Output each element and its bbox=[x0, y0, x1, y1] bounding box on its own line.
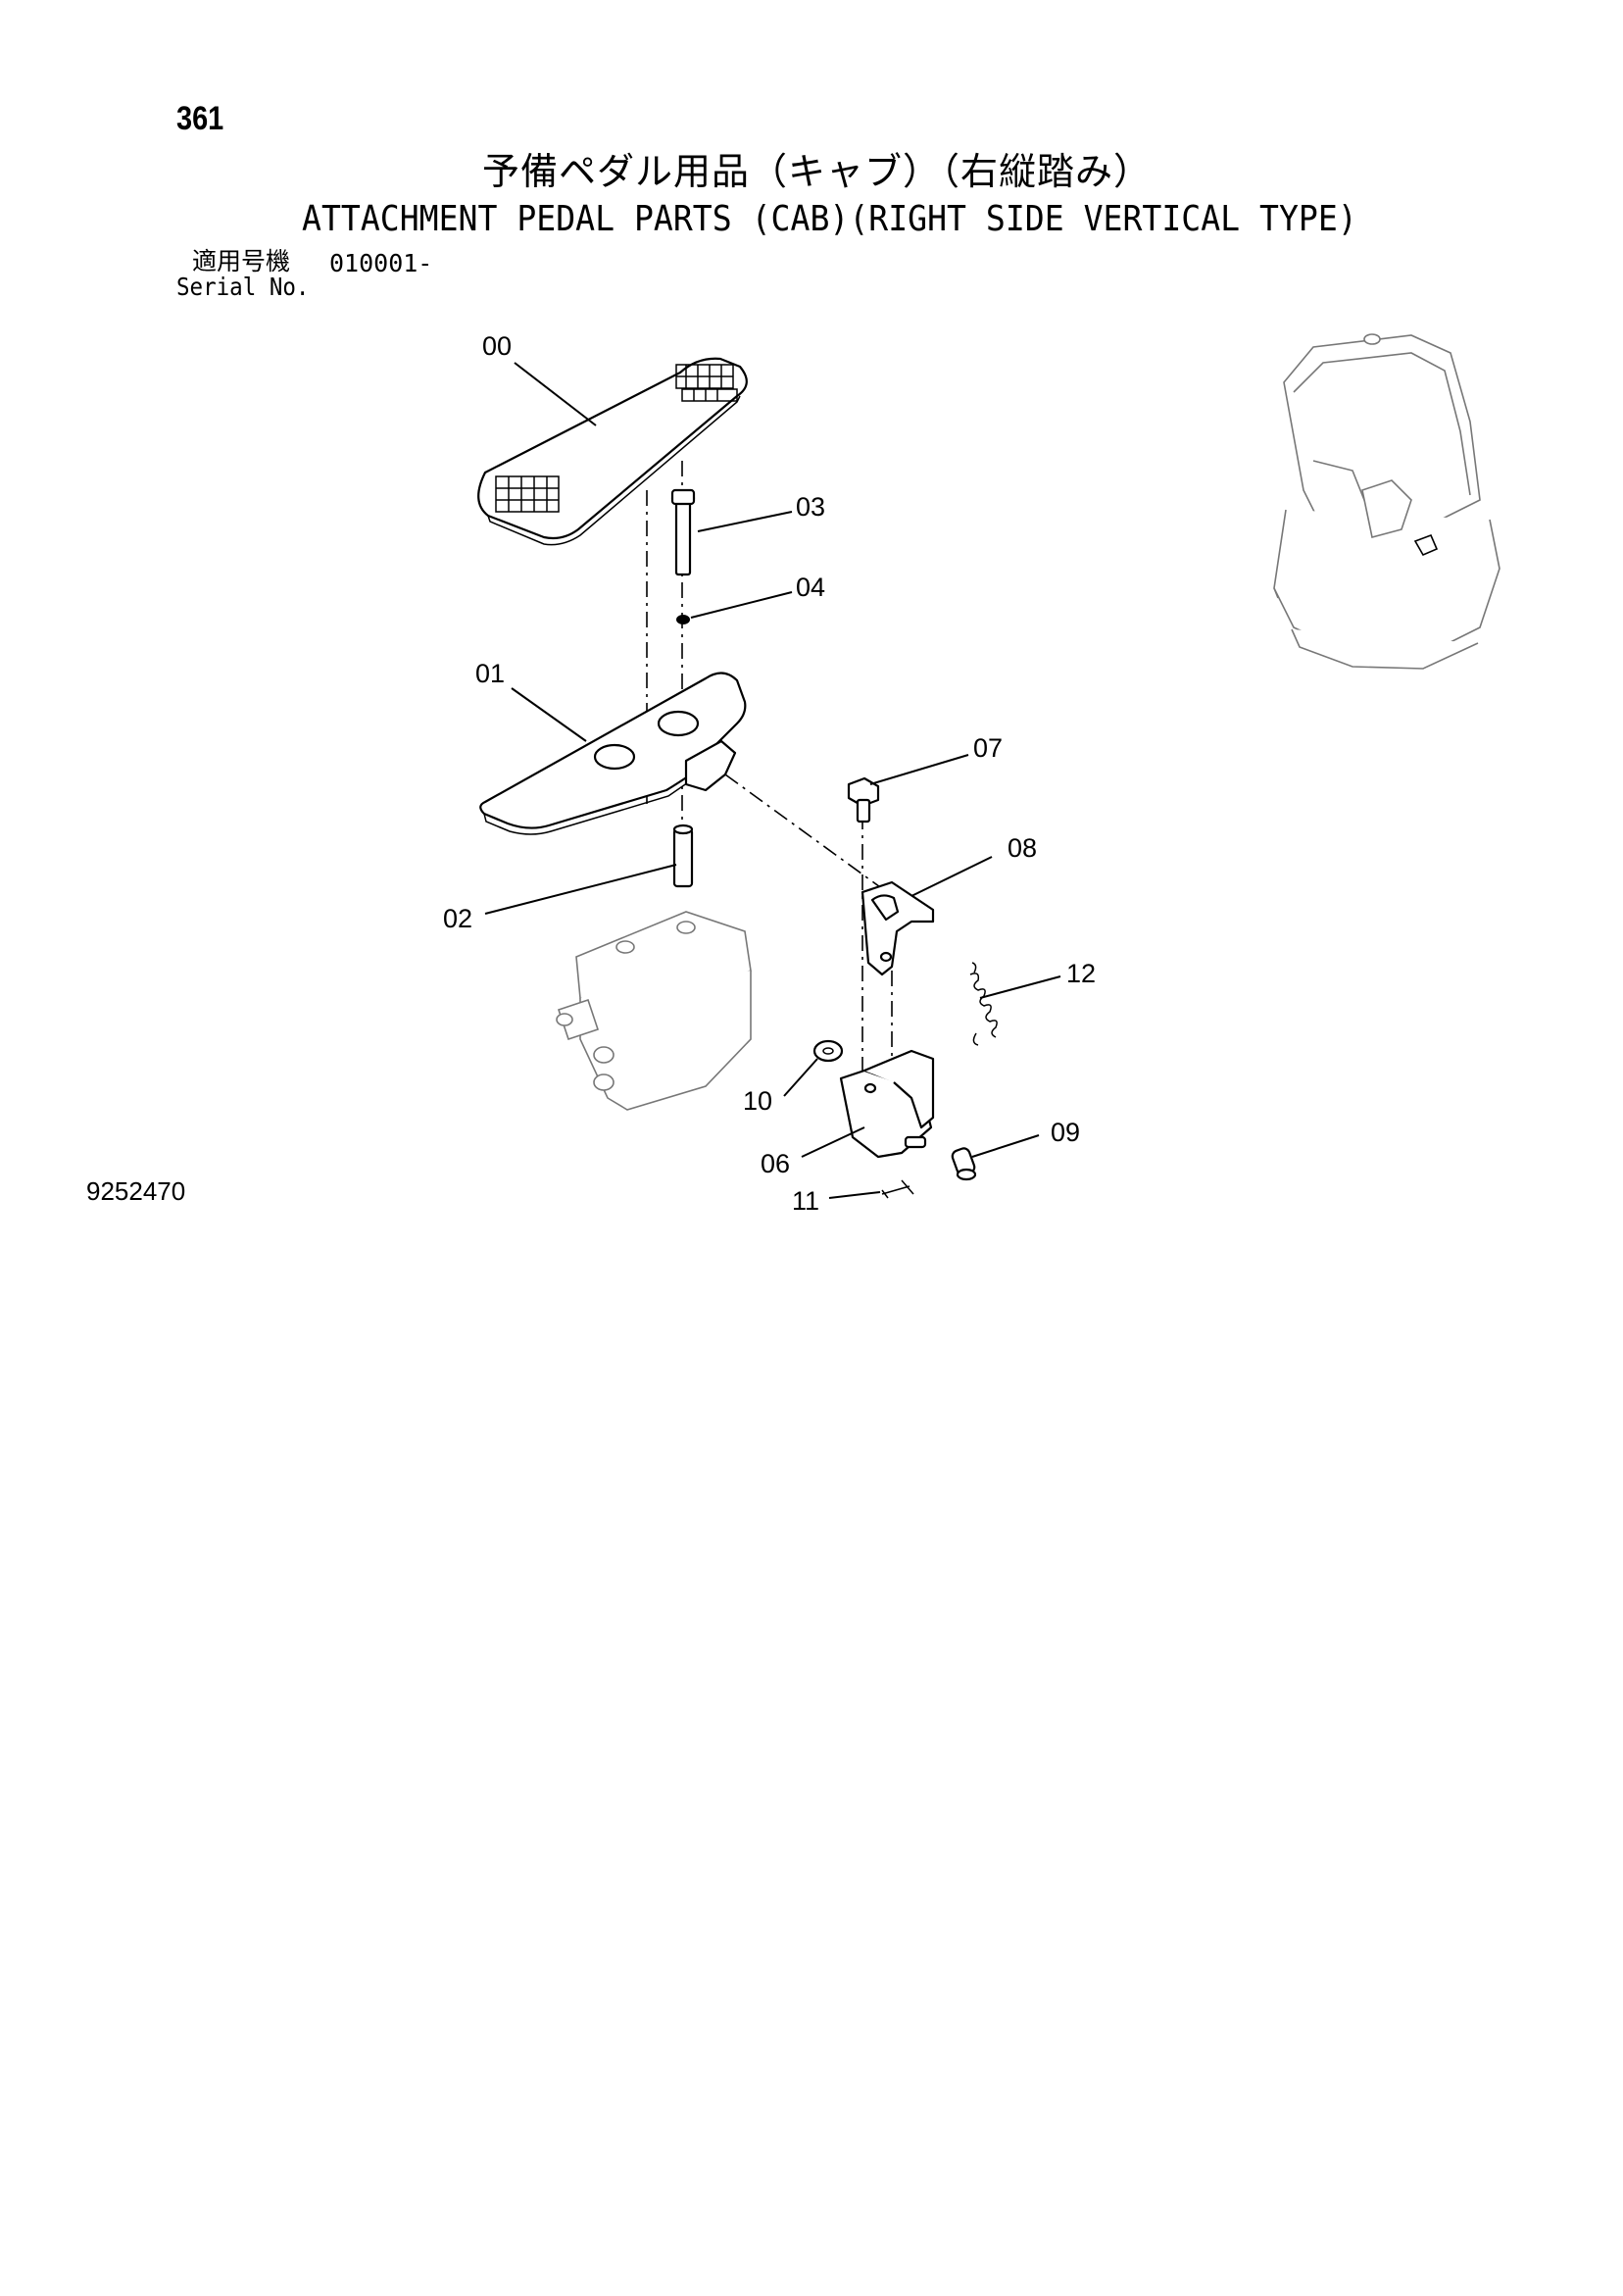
page-number: 361 bbox=[176, 100, 224, 137]
leader-lines bbox=[484, 362, 1061, 1199]
callout-11: 11 bbox=[792, 1186, 819, 1216]
part-03-bolt bbox=[670, 488, 696, 576]
callout-09: 09 bbox=[1051, 1118, 1080, 1147]
centre-line-hinge bbox=[724, 774, 888, 893]
serial-label-japanese: 適用号機 bbox=[192, 247, 291, 275]
serial-label-english: Serial No. bbox=[176, 273, 310, 301]
serial-number-value: 010001- bbox=[329, 249, 433, 277]
page-title-english: ATTACHMENT PEDAL PARTS (CAB)(RIGHT SIDE … bbox=[302, 199, 1357, 239]
part-06-bracket bbox=[839, 1049, 935, 1159]
callout-03: 03 bbox=[796, 492, 825, 522]
page-title-japanese: 予備ペダル用品（キャブ）（右縦踏み） bbox=[482, 150, 1153, 193]
part-07-bolt bbox=[847, 776, 880, 824]
callout-04: 04 bbox=[796, 573, 825, 602]
callout-12: 12 bbox=[1066, 959, 1096, 988]
callout-07: 07 bbox=[973, 733, 1003, 763]
callout-01: 01 bbox=[475, 659, 505, 688]
callout-08: 08 bbox=[1008, 833, 1037, 863]
figure-number: 9252470 bbox=[86, 1176, 186, 1206]
machine-location-reference bbox=[1273, 333, 1500, 670]
callout-00: 00 bbox=[482, 331, 512, 361]
callout-10: 10 bbox=[743, 1086, 772, 1116]
part-10-washer bbox=[812, 1039, 844, 1063]
part-08-bracket bbox=[861, 880, 935, 976]
callout-06: 06 bbox=[761, 1149, 790, 1178]
part-12-spring bbox=[969, 962, 998, 1046]
part-02-pin bbox=[672, 824, 694, 888]
part-09-pin bbox=[951, 1147, 977, 1181]
callout-02: 02 bbox=[443, 904, 472, 933]
part-04-washer bbox=[676, 615, 690, 624]
part-01-pedal bbox=[479, 672, 747, 835]
pilot-valve-reference bbox=[556, 911, 752, 1111]
part-11-cotter-pin bbox=[881, 1179, 914, 1199]
part-00-pedal-cover bbox=[477, 357, 748, 546]
